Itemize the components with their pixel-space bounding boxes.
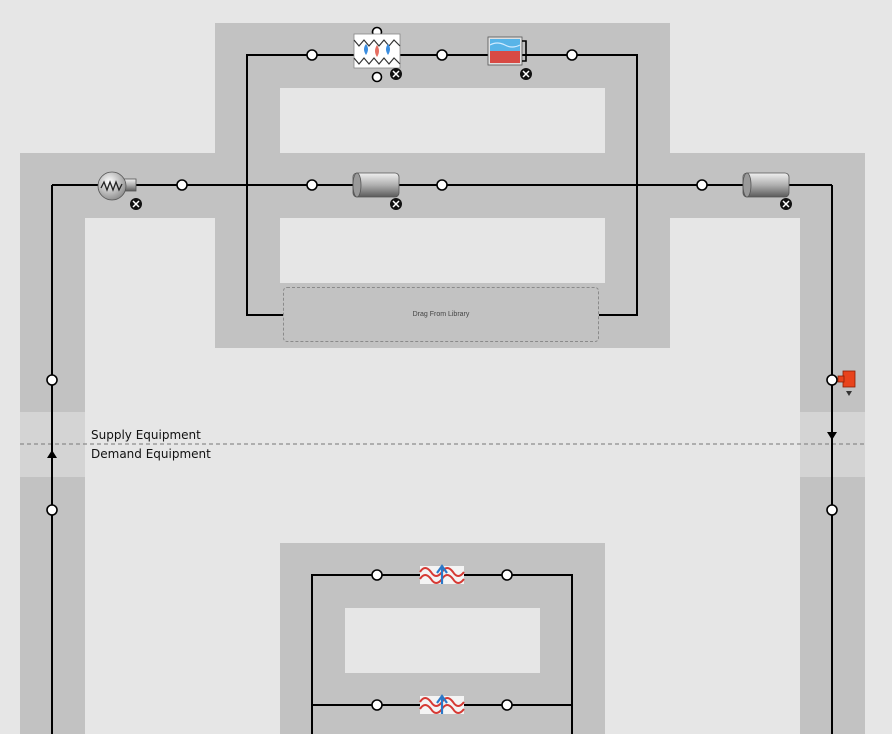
coil-icon[interactable]: [419, 564, 465, 584]
dropzone-label: Drag From Library: [412, 311, 470, 318]
remove-cooling-tower-icon[interactable]: [390, 68, 402, 80]
node[interactable]: [696, 179, 708, 191]
hole-3: [345, 608, 540, 673]
drag-from-library-dropzone[interactable]: Drag From Library: [283, 287, 599, 342]
flow-arrow-up-icon: [47, 450, 57, 458]
hole-1: [280, 88, 605, 153]
cooling-tower-icon[interactable]: [353, 33, 401, 69]
node[interactable]: [826, 504, 838, 516]
node[interactable]: [371, 699, 383, 711]
node[interactable]: [306, 179, 318, 191]
remove-pipe-outlet-icon[interactable]: [780, 198, 792, 210]
node[interactable]: [176, 179, 188, 191]
node[interactable]: [371, 569, 383, 581]
remove-boiler-icon[interactable]: [130, 198, 142, 210]
flow-arrow-down-icon: [827, 432, 837, 440]
hole-2: [280, 218, 605, 283]
demand-equipment-label: Demand Equipment: [91, 447, 211, 461]
node[interactable]: [501, 569, 513, 581]
nodes[interactable]: [46, 26, 838, 711]
supply-equipment-label: Supply Equipment: [91, 428, 201, 442]
pipe-icon[interactable]: [352, 172, 400, 198]
boiler-icon[interactable]: [97, 171, 137, 201]
chiller-icon[interactable]: [487, 36, 527, 66]
node[interactable]: [46, 504, 58, 516]
coil-icon[interactable]: [419, 694, 465, 714]
node[interactable]: [826, 374, 838, 386]
setpoint-manager-icon[interactable]: [837, 370, 856, 396]
node[interactable]: [566, 49, 578, 61]
node[interactable]: [46, 374, 58, 386]
band-holes: [280, 88, 605, 673]
node[interactable]: [306, 49, 318, 61]
remove-chiller-icon[interactable]: [520, 68, 532, 80]
node[interactable]: [436, 49, 448, 61]
remove-pipe-branch-icon[interactable]: [390, 198, 402, 210]
node[interactable]: [371, 71, 383, 83]
node[interactable]: [501, 699, 513, 711]
pipe-icon[interactable]: [742, 172, 790, 198]
node[interactable]: [436, 179, 448, 191]
